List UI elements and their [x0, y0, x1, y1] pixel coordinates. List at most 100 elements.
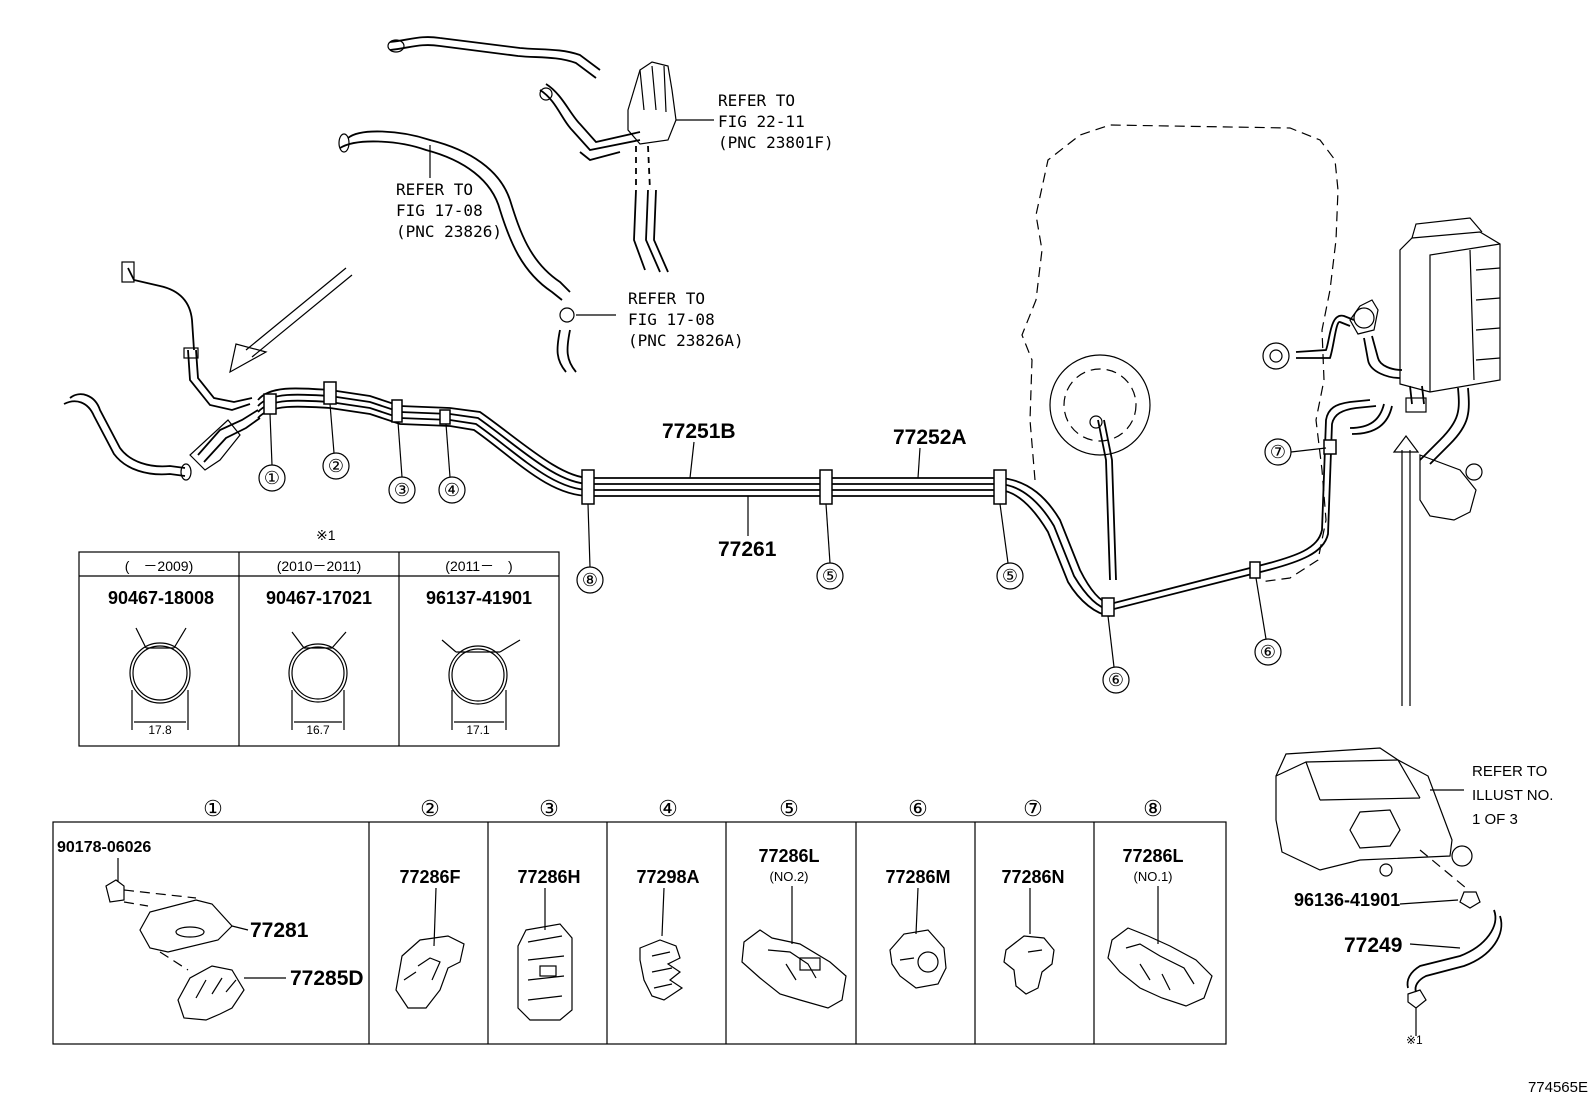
callout-7: ⑦: [1264, 438, 1327, 466]
fuel-tank-outline: [1021, 124, 1339, 583]
clamp-table-note: ※1: [316, 527, 336, 543]
refer-fig-22-11: REFER TO FIG 22-11 (PNC 23801F): [718, 91, 834, 152]
tube-clamps: [263, 381, 1337, 617]
clamp-part-2: 90467-17021: [266, 588, 372, 608]
filler-hose-assembly: [63, 261, 261, 481]
cell-2: 77286F: [395, 867, 465, 1009]
callout-4: ④: [438, 423, 466, 504]
callout-6b: ⑥: [1254, 577, 1282, 666]
column-number-1: ①: [203, 796, 223, 821]
refer-line-3: (PNC 23801F): [718, 133, 834, 152]
up-arrow: [1392, 435, 1420, 706]
part-77286F: 77286F: [399, 867, 460, 887]
svg-text:⑥: ⑥: [1260, 642, 1276, 662]
pump-tube-2: [1103, 419, 1117, 581]
svg-text:17.8: 17.8: [148, 723, 172, 737]
part-77298A: 77298A: [636, 867, 699, 887]
part-77286N: 77286N: [1001, 867, 1064, 887]
column-number-6: ⑥: [908, 796, 928, 821]
cell-1: 90178-06026 77281 77285D: [57, 839, 364, 1021]
svg-text:17.1: 17.1: [466, 723, 490, 737]
svg-text:③: ③: [394, 480, 410, 500]
clamp-drawing-1: 17.8: [129, 627, 191, 737]
callout-6a: ⑥: [1102, 615, 1130, 694]
clamp-96136: [1399, 891, 1481, 909]
clamp-drawing-3: 17.1: [441, 639, 521, 737]
refer-line-3: (PNC 23826A): [628, 331, 744, 350]
hose-77249: [1406, 909, 1503, 1036]
fuel-pump-opening: [1049, 354, 1151, 456]
part-77286L-no2: 77286L: [758, 846, 819, 866]
refer-fig-17-08-b: REFER TO FIG 17-08 (PNC 23826A): [628, 289, 744, 350]
part-77286H: 77286H: [517, 867, 580, 887]
clamp-part-3: 96137-41901: [426, 588, 532, 608]
direction-arrow: [229, 267, 353, 374]
note-mark: ※1: [1406, 1033, 1423, 1047]
refer-line-2: FIG 17-08: [396, 201, 483, 220]
part-77281: 77281: [250, 919, 309, 942]
part-77252A: 77252A: [893, 426, 967, 449]
bottom-table: ① ② ③ ④ ⑤ ⑥ ⑦ ⑧ 90178-06026 77281 77285D…: [52, 796, 1227, 1045]
column-number-3: ③: [539, 796, 559, 821]
refer-line-1: REFER TO: [628, 289, 705, 308]
refer-line-2: ILLUST NO.: [1472, 787, 1553, 804]
refer-line-2: FIG 17-08: [628, 310, 715, 329]
leader-77252A: [917, 447, 921, 479]
part-90178-06026: 90178-06026: [57, 839, 151, 856]
top-hoses: [338, 36, 677, 373]
callout-2: ②: [322, 403, 350, 480]
part-77286L-no2-sub: (NO.2): [770, 869, 809, 884]
part-77249: 77249: [1344, 934, 1402, 957]
column-number-7: ⑦: [1023, 796, 1043, 821]
cell-5: 77286L (NO.2): [741, 846, 847, 1009]
charcoal-canister: [1262, 217, 1501, 521]
refer-line-1: REFER TO: [396, 180, 473, 199]
clamp-drawing-2: 16.7: [288, 631, 348, 737]
callout-5b: ⑤: [996, 503, 1024, 590]
callout-3: ③: [388, 421, 416, 504]
callout-8: ⑧: [576, 503, 604, 594]
cell-4: 77298A: [636, 867, 700, 1001]
refer-line-3: (PNC 23826): [396, 222, 502, 241]
clamp-header-2: (2010－2011): [277, 558, 362, 574]
fuel-pump-ring: [1063, 368, 1137, 442]
callout-5a: ⑤: [816, 503, 844, 590]
pump-port: [1089, 415, 1103, 429]
clamp-part-1: 90467-18008: [108, 588, 214, 608]
refer-line-1: REFER TO: [1472, 763, 1547, 780]
svg-text:16.7: 16.7: [306, 723, 330, 737]
part-77286M: 77286M: [885, 867, 950, 887]
svg-text:②: ②: [328, 456, 344, 476]
refer-line-3: 1 OF 3: [1472, 811, 1518, 828]
svg-text:⑧: ⑧: [582, 570, 598, 590]
clamp-header-1: ( －2009): [125, 558, 193, 574]
leader-lines: [429, 119, 714, 316]
svg-text:⑤: ⑤: [822, 566, 838, 586]
svg-text:④: ④: [444, 480, 460, 500]
column-number-5: ⑤: [779, 796, 799, 821]
svg-text:⑥: ⑥: [1108, 670, 1124, 690]
part-77286L-no1: 77286L: [1122, 846, 1183, 866]
callout-1: ①: [258, 413, 286, 492]
refer-fig-17-08-a: REFER TO FIG 17-08 (PNC 23826): [396, 180, 502, 241]
refer-line-2: FIG 22-11: [718, 112, 805, 131]
cell-3: 77286H: [517, 867, 581, 1021]
svg-text:⑤: ⑤: [1002, 566, 1018, 586]
cell-8: 77286L (NO.1): [1107, 846, 1213, 1007]
cell-7: 77286N: [1001, 867, 1065, 995]
refer-line-1: REFER TO: [718, 91, 795, 110]
refer-illust: REFER TO ILLUST NO. 1 OF 3: [1472, 763, 1553, 828]
cell-6: 77286M: [885, 867, 951, 989]
part-77285D: 77285D: [290, 967, 364, 990]
tube-bundle: [257, 387, 1377, 617]
column-number-8: ⑧: [1143, 796, 1163, 821]
part-77261: 77261: [718, 538, 777, 561]
pump-tube: [1097, 419, 1111, 581]
svg-text:①: ①: [264, 468, 280, 488]
part-77251B: 77251B: [662, 420, 736, 443]
svg-text:⑦: ⑦: [1270, 442, 1286, 462]
column-number-4: ④: [658, 796, 678, 821]
drawing-id: 774565E: [1528, 1079, 1588, 1096]
